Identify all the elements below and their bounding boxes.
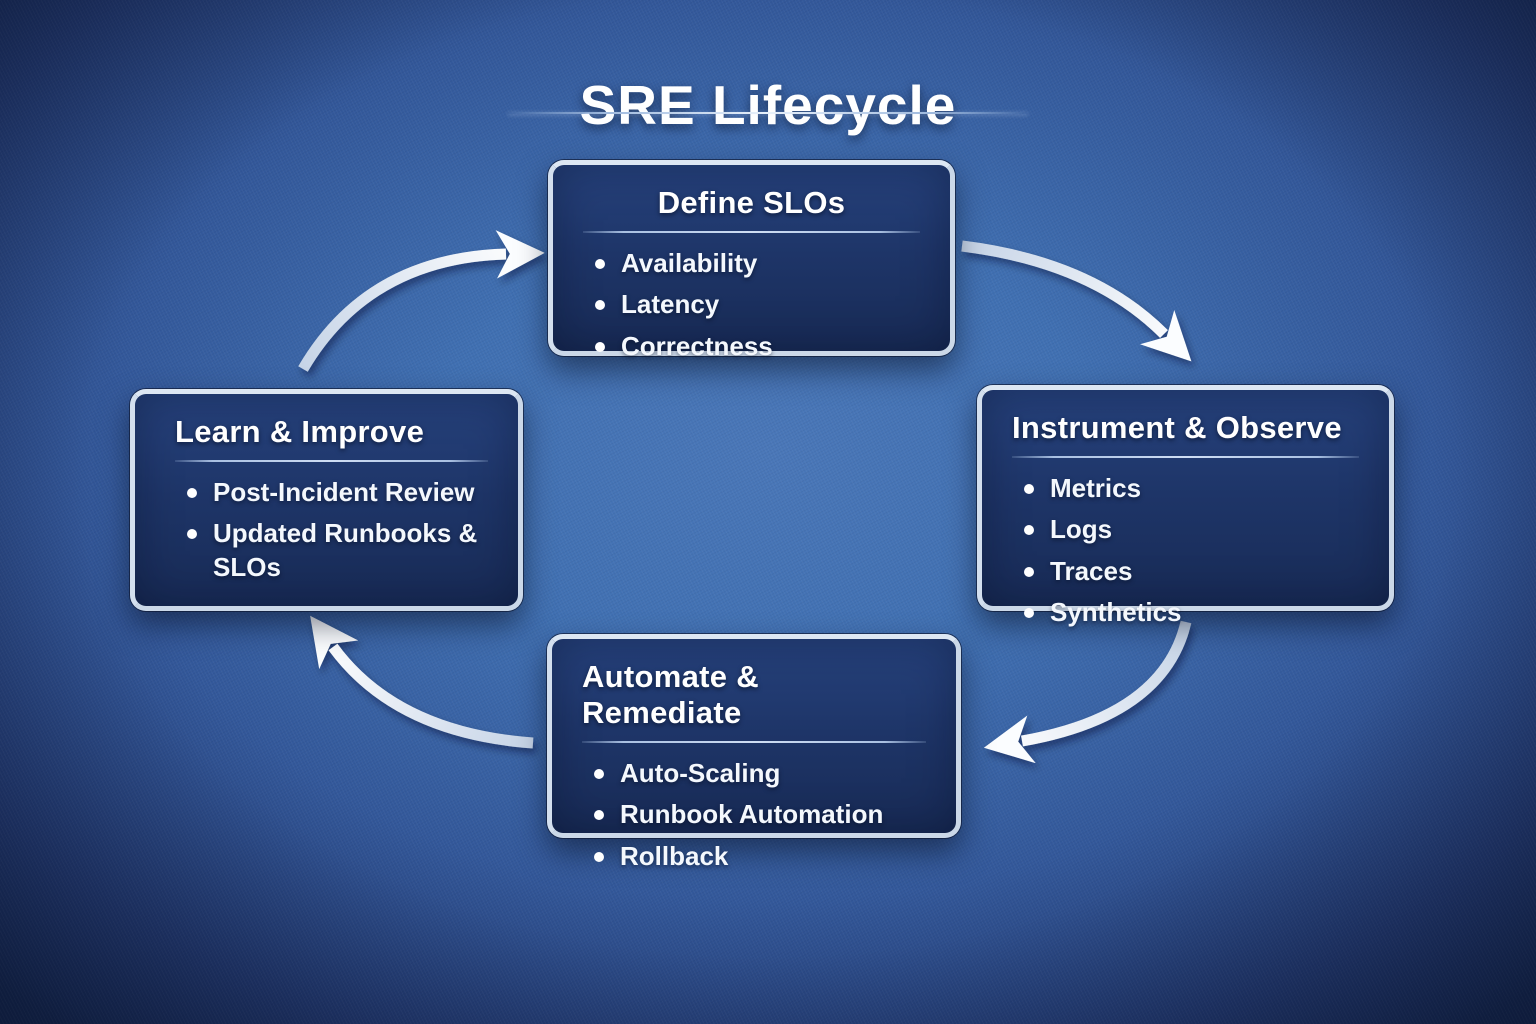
node-instrument-observe: Instrument & Observe Metrics Logs Traces… [977, 385, 1394, 627]
node-title: Learn & Improve [175, 414, 425, 449]
list-item: Auto-Scaling [588, 757, 926, 790]
title-underline [508, 112, 1028, 114]
arrow-instrument-to-automate [983, 620, 1192, 764]
list-item: Correctness [589, 330, 920, 363]
list-item: Synthetics [1018, 596, 1359, 629]
node-learn-improve: Learn & Improve Post-Incident Review Upd… [130, 389, 523, 611]
node-title-divider [582, 741, 926, 743]
list-item: Metrics [1018, 472, 1359, 505]
list-item: Runbook Automation [588, 798, 926, 831]
arrow-define-to-instrument [961, 240, 1192, 362]
page-title: SRE Lifecycle [579, 73, 957, 136]
node-item-list: Post-Incident Review Updated Runbooks & … [175, 476, 488, 584]
list-item: Availability [589, 247, 920, 280]
node-automate-remediate: Automate & Remediate Auto-Scaling Runboo… [547, 634, 961, 871]
list-item: Updated Runbooks & SLOs [181, 517, 488, 584]
node-item-list: Availability Latency Correctness [583, 247, 920, 363]
list-item: Rollback [588, 840, 926, 873]
node-define-slos: Define SLOs Availability Latency Correct… [548, 160, 955, 361]
list-item: Traces [1018, 555, 1359, 588]
node-title-divider [175, 460, 488, 462]
node-title: Define SLOs [657, 185, 846, 220]
node-title-divider [583, 231, 920, 233]
node-title-divider [1012, 456, 1359, 458]
list-item: Latency [589, 288, 920, 321]
list-item: Logs [1018, 513, 1359, 546]
arrow-learn-to-define [298, 230, 545, 372]
list-item: Post-Incident Review [181, 476, 488, 509]
arrow-automate-to-learn [310, 615, 534, 749]
node-title: Instrument & Observe [1012, 410, 1342, 445]
node-title: Automate & Remediate [582, 659, 759, 730]
node-item-list: Metrics Logs Traces Synthetics [1012, 472, 1359, 629]
node-item-list: Auto-Scaling Runbook Automation Rollback [582, 757, 926, 873]
